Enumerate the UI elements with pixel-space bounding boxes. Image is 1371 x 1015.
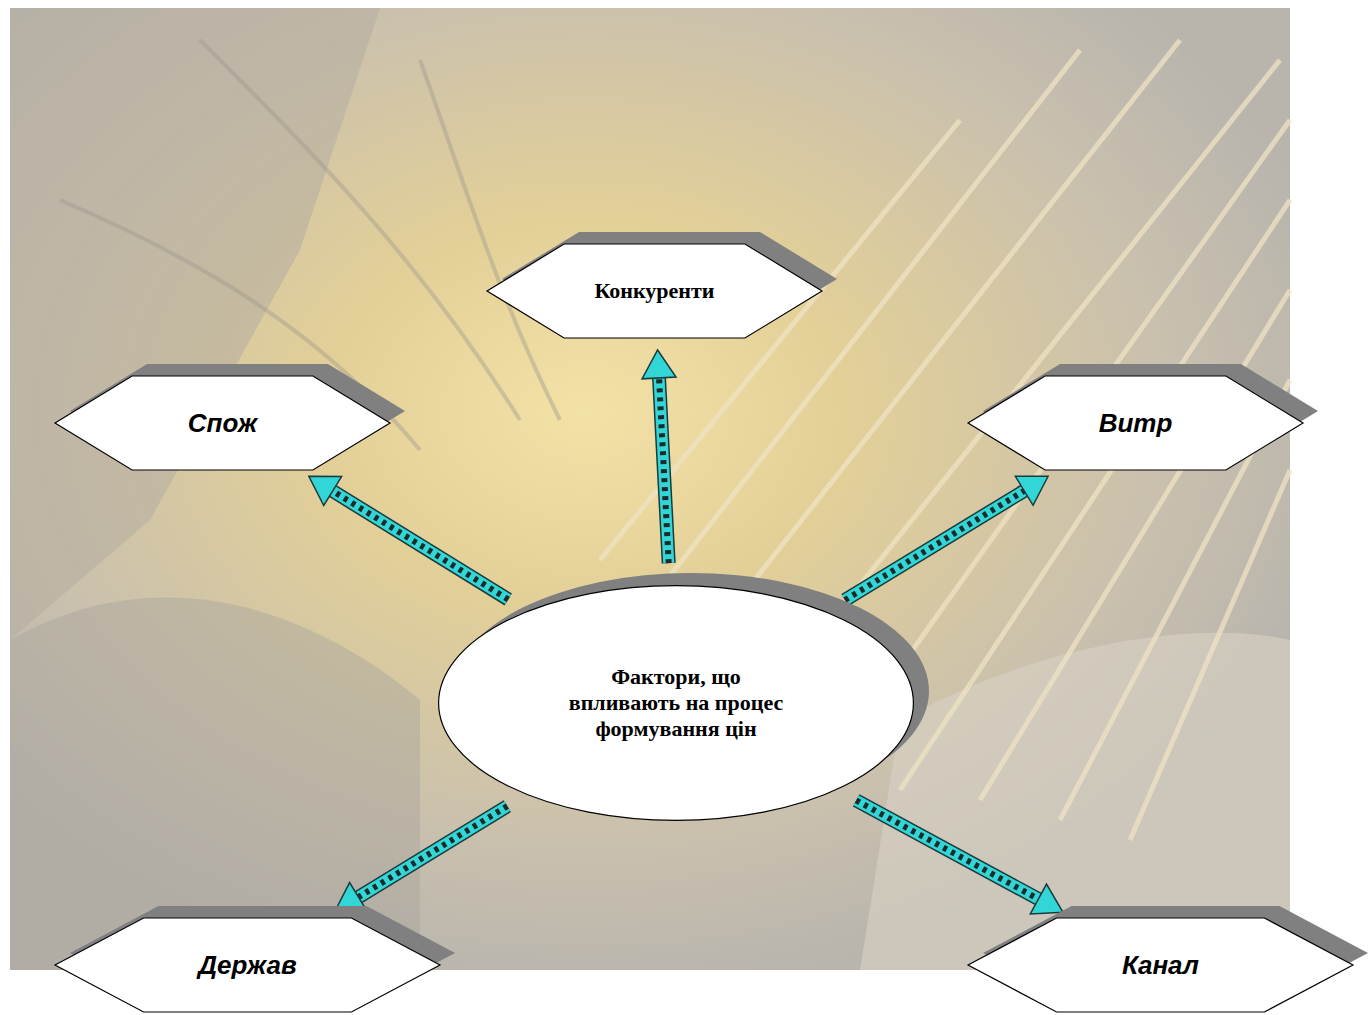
factor-label: Спож (188, 408, 257, 438)
ellipse-outline (439, 586, 914, 821)
arrow-shaft-outline (856, 800, 1042, 900)
factor-arrow (845, 476, 1048, 600)
arrow-shaft-dots (659, 374, 669, 563)
arrow-shaft-dots (845, 489, 1028, 600)
factor-hexagon: Держав (55, 918, 440, 1012)
arrow-head (1030, 884, 1063, 914)
leaf-line (420, 60, 560, 420)
arrow-shaft-outline (329, 489, 508, 600)
hexagon-outline (55, 918, 440, 1012)
arrow-shaft (659, 374, 669, 563)
hexagon-outline (968, 376, 1303, 470)
arrow-head (1015, 476, 1048, 505)
dark-frond (10, 8, 380, 640)
arrow-shaft (856, 800, 1042, 900)
factor-label: Фактори, що впливають на процес формуван… (569, 664, 784, 742)
arrow-shaft-outline (659, 374, 669, 563)
factor-arrow (856, 800, 1063, 913)
leaf-line (200, 40, 520, 420)
arrow-shaft-dots (329, 489, 508, 600)
arrow-shaft-dots (355, 806, 507, 899)
hexagon-outline (487, 244, 822, 338)
factor-hexagon: Конкуренти (487, 244, 822, 338)
frond-line (1130, 470, 1290, 840)
factor-arrow (335, 806, 508, 912)
photo-ground (10, 8, 1290, 970)
hexagon-outline (55, 376, 390, 470)
arrow-shaft (355, 806, 507, 899)
arrow-shaft (845, 489, 1028, 600)
factor-hexagon: Канал (968, 918, 1353, 1012)
factor-ellipse: Фактори, що впливають на процес формуван… (438, 585, 914, 821)
frond-line (600, 120, 960, 560)
factor-label: Держав (198, 950, 296, 980)
arrow-shaft-dots (856, 800, 1042, 900)
arrow-shaft-outline (355, 806, 507, 899)
factor-arrow (309, 476, 508, 599)
hexagon-outline (968, 918, 1353, 1012)
arrow-head (642, 350, 676, 379)
arrow-head (309, 476, 342, 505)
factor-label: Канал (1122, 950, 1199, 980)
factor-label: Витр (1099, 408, 1173, 438)
frond-line (620, 50, 1080, 640)
factor-hexagon: Спож (55, 376, 390, 470)
factor-arrow (642, 350, 676, 563)
factor-label: Конкуренти (594, 278, 714, 304)
arrow-shaft (329, 489, 508, 600)
arrow-shaft-outline (845, 489, 1028, 600)
factor-hexagon: Витр (968, 376, 1303, 470)
